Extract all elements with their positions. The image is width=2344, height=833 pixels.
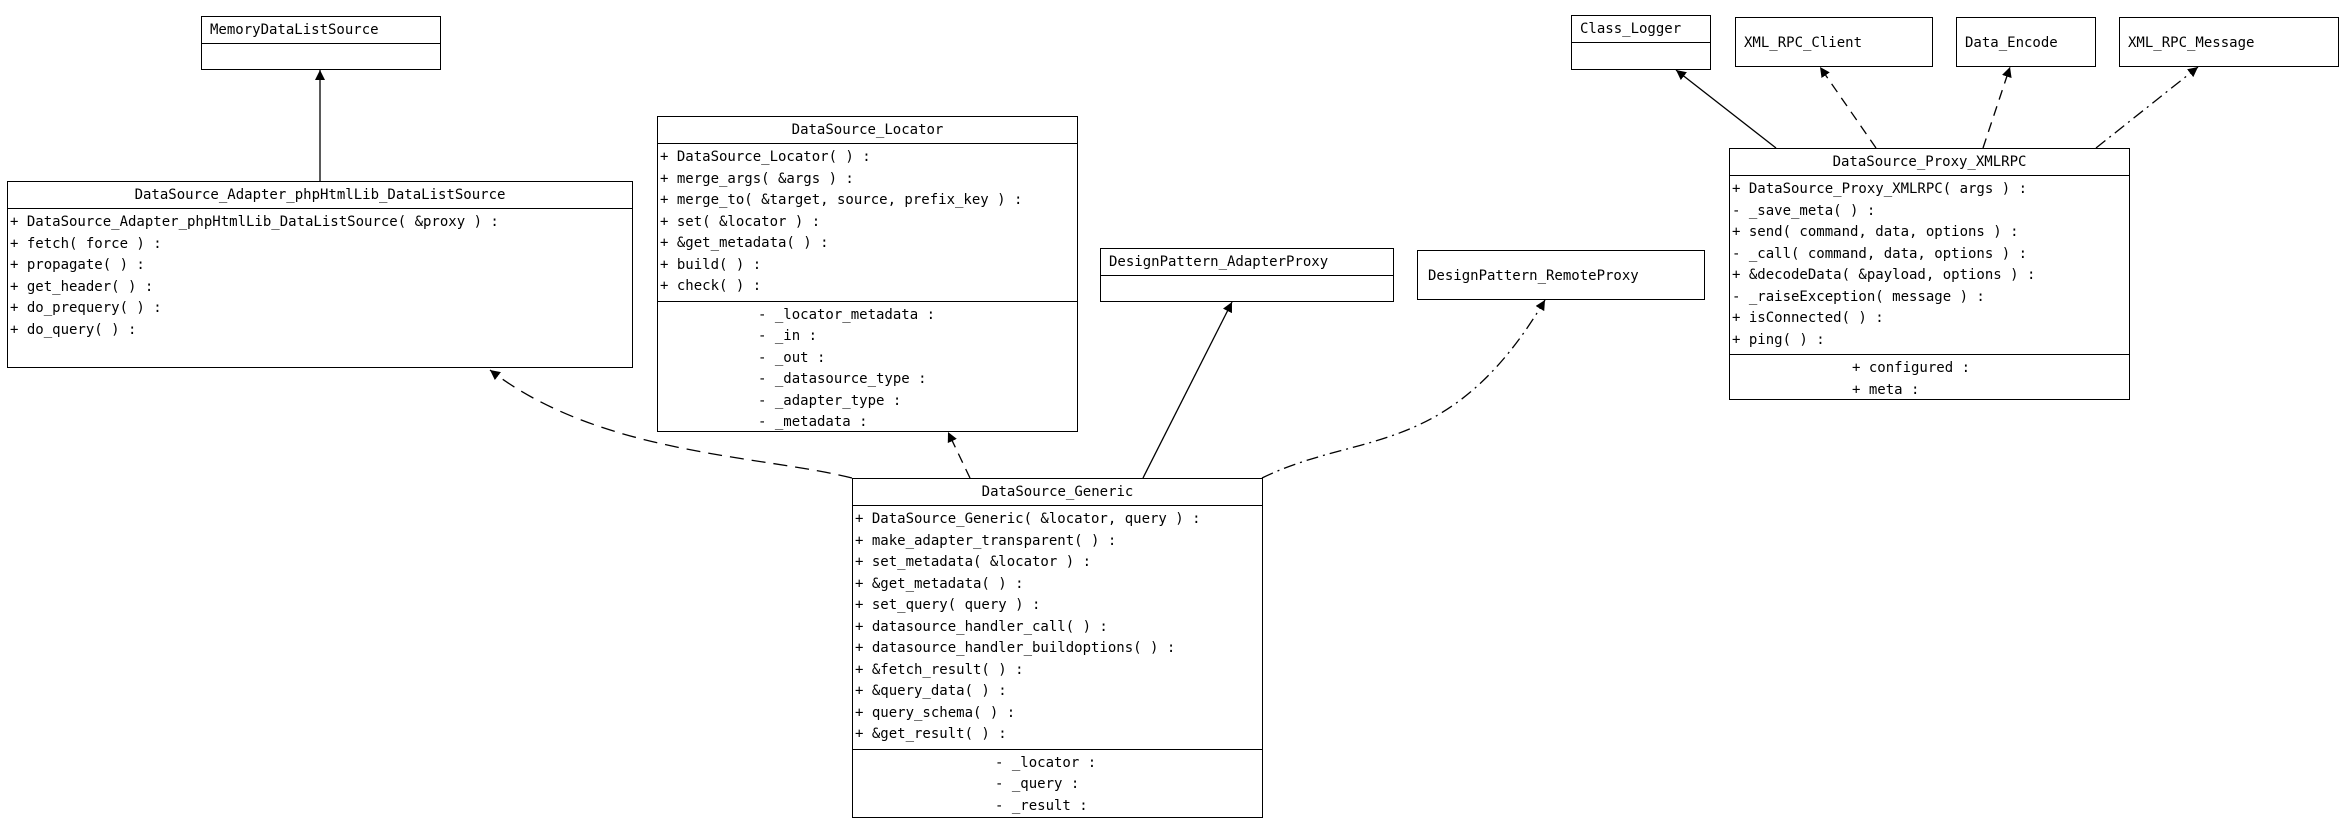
edge-generic-to-adapterproxy: [1142, 301, 1233, 479]
method-row: + do_prequery( ) :: [10, 300, 162, 316]
class-class-logger[interactable]: Class_Logger: [1571, 15, 1711, 70]
class-title: DesignPattern_AdapterProxy: [1101, 249, 1393, 276]
methods-section: + DataSource_Proxy_XMLRPC( args ) : - _s…: [1730, 176, 2129, 355]
attribute-row: - _query :: [995, 776, 1080, 792]
methods-section: + DataSource_Adapter_phpHtmlLib_DataList…: [8, 209, 632, 344]
class-designpattern-remoteproxy[interactable]: DesignPattern_RemoteProxy: [1417, 250, 1705, 300]
method-row: + set_query( query ) :: [855, 597, 1041, 613]
method-row: + &fetch_result( ) :: [855, 661, 1024, 678]
class-xml-rpc-message[interactable]: XML_RPC_Message: [2119, 17, 2339, 67]
method-row: + check( ) :: [660, 278, 762, 294]
attribute-row: - _in :: [758, 328, 818, 344]
attribute-row: - _out :: [758, 349, 826, 366]
class-data-encode[interactable]: Data_Encode: [1956, 17, 2096, 67]
attributes-section: + configured : + meta :: [1730, 355, 2129, 404]
attribute-row: - _datasource_type :: [758, 371, 927, 387]
method-row: + make_adapter_transparent( ) :: [855, 532, 1117, 549]
class-title: XML_RPC_Message: [2128, 35, 2255, 51]
class-title: XML_RPC_Client: [1744, 35, 1863, 51]
edge-proxy-to-xmlrpcmessage: [2095, 66, 2199, 149]
attributes-section: - _locator_metadata : - _in : - _out : -…: [658, 302, 1077, 437]
class-xml-rpc-client[interactable]: XML_RPC_Client: [1735, 17, 1933, 67]
class-title: DesignPattern_RemoteProxy: [1428, 268, 1639, 284]
methods-section: + DataSource_Locator( ) : + merge_args( …: [658, 144, 1077, 302]
method-row: + propagate( ) :: [10, 257, 145, 273]
class-datasource-locator[interactable]: DataSource_Locator + DataSource_Locator(…: [657, 116, 1078, 432]
method-row: + query_schema( ) :: [855, 704, 1016, 721]
attribute-row: + meta :: [1852, 381, 1920, 398]
edge-proxy-to-dataencode: [1982, 66, 2012, 149]
method-row: + datasource_handler_call( ) :: [855, 618, 1108, 635]
method-row: + get_header( ) :: [10, 278, 154, 295]
method-row: + datasource_handler_buildoptions( ) :: [855, 640, 1176, 656]
method-row: - _save_meta( ) :: [1732, 202, 1876, 219]
attribute-row: - _locator :: [995, 754, 1097, 771]
method-row: + set_metadata( &locator ) :: [855, 554, 1092, 570]
edge-generic-to-remoteproxy: [1261, 299, 1546, 479]
method-row: + DataSource_Proxy_XMLRPC( args ) :: [1732, 181, 2028, 197]
method-row: - _raiseException( message ) :: [1732, 288, 1985, 305]
class-title: MemoryDataListSource: [202, 17, 440, 44]
class-designpattern-adapterproxy[interactable]: DesignPattern_AdapterProxy: [1100, 248, 1394, 302]
method-row: + fetch( force ) :: [10, 235, 162, 252]
attribute-row: - _adapter_type :: [758, 392, 902, 409]
method-row: + set( &locator ) :: [660, 213, 821, 230]
method-row: + &get_result( ) :: [855, 726, 1007, 742]
class-title: Class_Logger: [1572, 16, 1710, 43]
method-row: + isConnected( ) :: [1732, 310, 1884, 326]
method-row: + &get_metadata( ) :: [660, 235, 829, 251]
method-row: + send( command, data, options ) :: [1732, 224, 2019, 240]
method-row: + DataSource_Adapter_phpHtmlLib_DataList…: [10, 214, 499, 230]
method-row: + ping( ) :: [1732, 331, 1825, 348]
method-row: - _call( command, data, options ) :: [1732, 245, 2028, 262]
edge-generic-to-locator: [947, 431, 971, 479]
class-title: Data_Encode: [1965, 35, 2058, 51]
methods-section: + DataSource_Generic( &locator, query ) …: [853, 506, 1262, 750]
method-row: + do_query( ) :: [10, 321, 137, 338]
edge-generic-to-adapter: [489, 369, 853, 479]
class-datasource-proxy-xmlrpc[interactable]: DataSource_Proxy_XMLRPC + DataSource_Pro…: [1729, 148, 2130, 400]
class-datasource-generic[interactable]: DataSource_Generic + DataSource_Generic(…: [852, 478, 1263, 818]
attributes-section: - _locator : - _query : - _result :: [853, 750, 1262, 821]
method-row: + DataSource_Locator( ) :: [660, 149, 871, 165]
method-row: + DataSource_Generic( &locator, query ) …: [855, 511, 1201, 527]
method-row: + &query_data( ) :: [855, 683, 1007, 699]
class-title: DataSource_Locator: [658, 117, 1077, 144]
method-row: + merge_to( &target, source, prefix_key …: [660, 192, 1023, 208]
attribute-row: - _metadata :: [758, 414, 868, 430]
method-row: + &get_metadata( ) :: [855, 575, 1024, 592]
class-title: DataSource_Generic: [853, 479, 1262, 506]
edge-proxy-to-xmlrpcclient: [1819, 66, 1877, 149]
class-memorydatalistsource[interactable]: MemoryDataListSource: [201, 16, 441, 70]
attribute-row: + configured :: [1852, 360, 1971, 376]
edge-proxy-to-logger: [1675, 69, 1777, 149]
class-datasource-adapter[interactable]: DataSource_Adapter_phpHtmlLib_DataListSo…: [7, 181, 633, 368]
class-title: DataSource_Proxy_XMLRPC: [1730, 149, 2129, 176]
attribute-row: - _result :: [995, 797, 1088, 814]
method-row: + &decodeData( &payload, options ) :: [1732, 267, 2036, 283]
method-row: + build( ) :: [660, 256, 762, 273]
attribute-row: - _locator_metadata :: [758, 306, 936, 323]
class-title: DataSource_Adapter_phpHtmlLib_DataListSo…: [8, 182, 632, 209]
method-row: + merge_args( &args ) :: [660, 170, 854, 187]
